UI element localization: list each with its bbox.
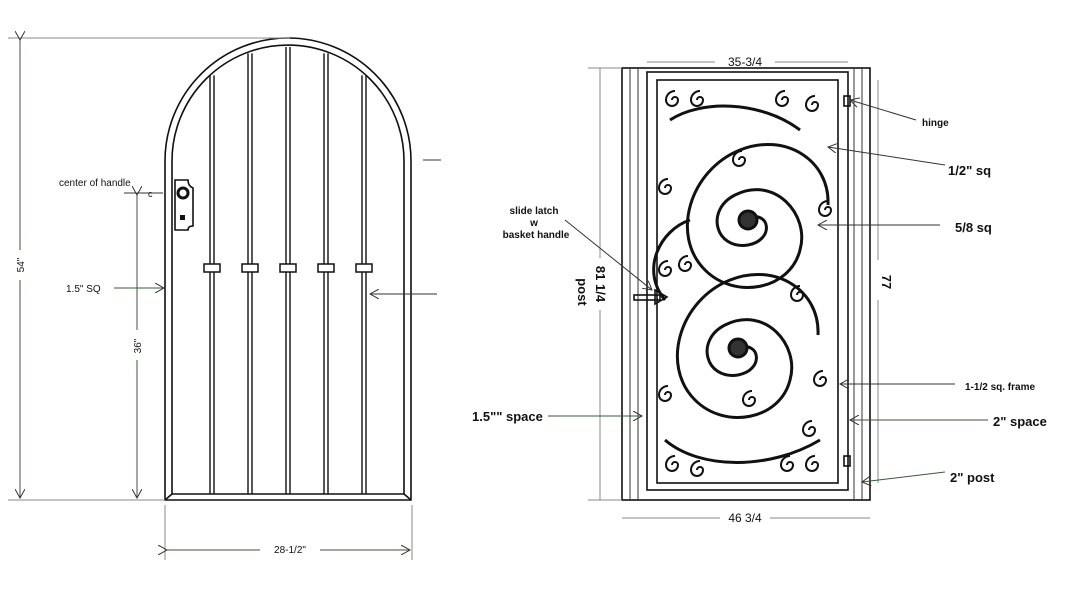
height-54-label: 54"	[16, 257, 27, 272]
picket-collar	[355, 263, 373, 273]
left-dimensions	[8, 38, 441, 560]
overall-height-label: 81 1/4	[593, 266, 608, 303]
center-of-handle-label: center of handle	[59, 178, 131, 189]
frame-size-label: 1.5" SQ	[66, 284, 101, 295]
hinge-label: hinge	[922, 118, 949, 129]
centerline-symbol: c	[148, 189, 153, 199]
scroll-curl	[801, 420, 817, 437]
scroll-curl	[664, 90, 680, 107]
latch-label-line3: basket handle	[503, 230, 570, 241]
scroll-curl	[657, 178, 673, 195]
scroll-curl	[689, 90, 705, 107]
width-label: 28-1/2"	[274, 545, 306, 556]
latch-label-line1: slide latch	[510, 206, 559, 217]
scrollwork	[652, 104, 830, 464]
scroll-curl	[804, 95, 820, 112]
post-label: post	[575, 278, 590, 306]
scroll-curl	[677, 255, 693, 272]
latch-label-line2: w	[529, 218, 538, 229]
scroll-curl	[664, 455, 680, 472]
post-size-label: 2" post	[950, 470, 995, 485]
picket-collar	[279, 263, 297, 273]
scroll-curl	[774, 90, 790, 107]
frame-size-label-right: 1-1/2 sq. frame	[965, 382, 1035, 393]
half-sq-label: 1/2" sq	[948, 163, 991, 178]
space-left-label: 1.5"" space	[472, 409, 543, 424]
scroll-curl	[657, 260, 673, 277]
scroll-curl	[804, 455, 820, 472]
scroll-curl	[731, 150, 747, 167]
scroll-curl	[817, 200, 833, 217]
handle-height-label: 36"	[133, 338, 144, 353]
space-right-label: 2" space	[993, 414, 1047, 429]
top-width-label: 35-3/4	[728, 55, 762, 69]
scroll-curl	[657, 385, 673, 402]
scroll-gate	[621, 67, 871, 501]
small-scrolls	[657, 90, 833, 477]
five-eighth-sq-label: 5/8 sq	[955, 220, 992, 235]
scroll-curl	[812, 370, 828, 387]
latch-plate	[174, 179, 194, 231]
picket-collar	[317, 263, 335, 273]
scroll-curl	[689, 460, 705, 477]
slide-latch	[633, 288, 669, 306]
pickets	[203, 47, 373, 494]
scroll-curl	[741, 390, 757, 407]
bottom-width-label: 46 3/4	[728, 511, 762, 525]
scroll-curl	[789, 285, 805, 302]
picket-collar	[203, 263, 221, 273]
gate-height-label: 77	[879, 275, 894, 289]
right-dimensions	[548, 61, 988, 519]
scroll-curl	[779, 455, 795, 472]
picket-collar	[241, 263, 259, 273]
arched-gate	[164, 37, 412, 501]
